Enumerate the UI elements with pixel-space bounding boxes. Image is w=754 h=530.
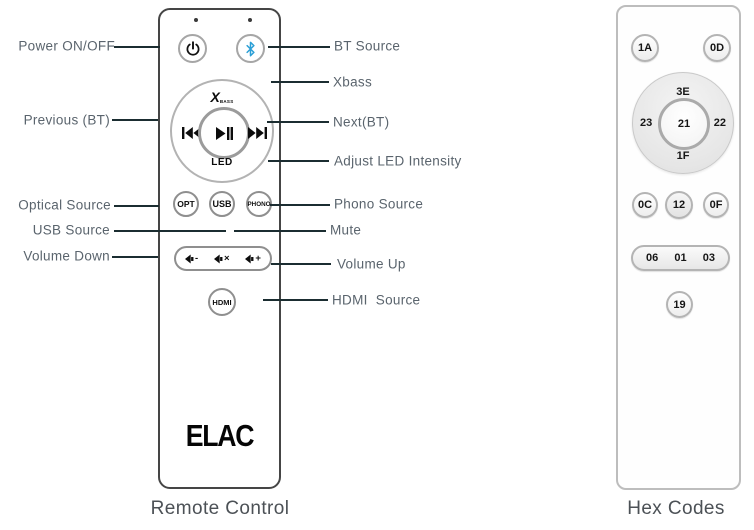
callout-phono-source: Phono Source: [334, 196, 424, 212]
leader-line-power: [114, 46, 160, 48]
hex-code-bt: 0D: [703, 34, 731, 62]
leader-line-phono: [270, 204, 330, 206]
speaker-icon: [185, 254, 194, 264]
usb-button: USB: [209, 191, 235, 217]
remote-caption: Remote Control: [150, 498, 290, 519]
callout-bt-source: BT Source: [334, 38, 401, 54]
callout-power-on-off: Power ON/OFF: [18, 38, 115, 54]
brand-logo: ELAC: [185, 418, 255, 453]
hex-code-down: 1F: [676, 150, 690, 162]
power-icon: [185, 40, 201, 57]
leader-line-volume-down: [112, 256, 158, 258]
media-pad: XBASS: [170, 79, 274, 183]
mute-button: ×: [214, 254, 230, 264]
optical-button: OPT: [173, 191, 199, 217]
play-pause-button: [198, 107, 250, 159]
hex-code-volume-down: 06: [646, 252, 659, 264]
callout-volume-up: Volume Up: [337, 256, 406, 272]
leader-line-previous: [112, 119, 158, 121]
hex-code-mute: 01: [674, 252, 687, 264]
power-button: [178, 34, 207, 63]
volume-up-button: +: [245, 254, 261, 264]
callout-optical-source: Optical Source: [18, 197, 111, 213]
xbass-x: X: [210, 89, 220, 105]
play-pause-icon: [215, 126, 233, 140]
indicator-dot-right: [248, 18, 252, 22]
hex-volume-row: 06 01 03: [631, 245, 730, 271]
hex-codes-panel: 1A 0D 3E 23 22 1F 21 0C 12 0F 06 01 03 1…: [616, 5, 741, 490]
hex-codes-caption: Hex Codes: [627, 498, 725, 519]
hex-code-phono: 0F: [703, 192, 729, 218]
minus-sign: -: [195, 252, 199, 264]
leader-line-mute: [234, 230, 326, 232]
hex-nav-pad: 3E 23 22 1F 21: [632, 72, 734, 174]
callout-usb-source: USB Source: [32, 222, 110, 238]
mute-sign: ×: [224, 252, 230, 264]
next-icon: [247, 127, 267, 139]
hex-code-left: 23: [640, 117, 653, 129]
callout-volume-down: Volume Down: [23, 248, 110, 264]
plus-sign: +: [255, 252, 261, 264]
hex-code-right: 22: [713, 117, 726, 129]
hex-code-optical: 0C: [632, 192, 658, 218]
volume-down-button: -: [185, 254, 198, 264]
callout-hdmi-source: HDMI Source: [332, 292, 421, 308]
phono-button: PHONO: [246, 191, 272, 217]
leader-line-volume-up: [271, 263, 331, 265]
callout-mute: Mute: [330, 222, 362, 238]
leader-line-usb: [114, 230, 226, 232]
volume-rocker: - × +: [174, 246, 272, 271]
leader-line-led: [268, 160, 329, 162]
callout-adjust-led: Adjust LED Intensity: [334, 153, 462, 169]
speaker-icon: [214, 254, 223, 264]
callout-next-bt: Next(BT): [333, 114, 390, 130]
speaker-icon: [245, 254, 254, 264]
hex-code-usb: 12: [665, 191, 693, 219]
remote-control-body: XBASS: [158, 8, 281, 489]
bluetooth-button: [236, 34, 265, 63]
indicator-dot-left: [194, 18, 198, 22]
led-label: LED: [211, 157, 233, 168]
hex-code-hdmi: 19: [666, 291, 693, 318]
leader-line-xbass: [271, 81, 329, 83]
leader-line-optical: [114, 205, 159, 207]
callout-xbass: Xbass: [333, 74, 373, 90]
hex-code-volume-up: 03: [702, 252, 715, 264]
xbass-logo: XBASS: [172, 89, 272, 107]
hdmi-button: HDMI: [208, 288, 236, 316]
callout-previous-bt: Previous (BT): [23, 112, 110, 128]
xbass-sub: BASS: [219, 99, 234, 104]
leader-line-next: [267, 121, 329, 123]
hex-code-up: 3E: [676, 86, 690, 98]
hex-code-center: 21: [658, 98, 710, 150]
hex-code-power: 1A: [631, 34, 659, 62]
leader-line-hdmi: [263, 299, 328, 301]
bluetooth-icon: [245, 41, 256, 57]
leader-line-bt: [268, 46, 330, 48]
